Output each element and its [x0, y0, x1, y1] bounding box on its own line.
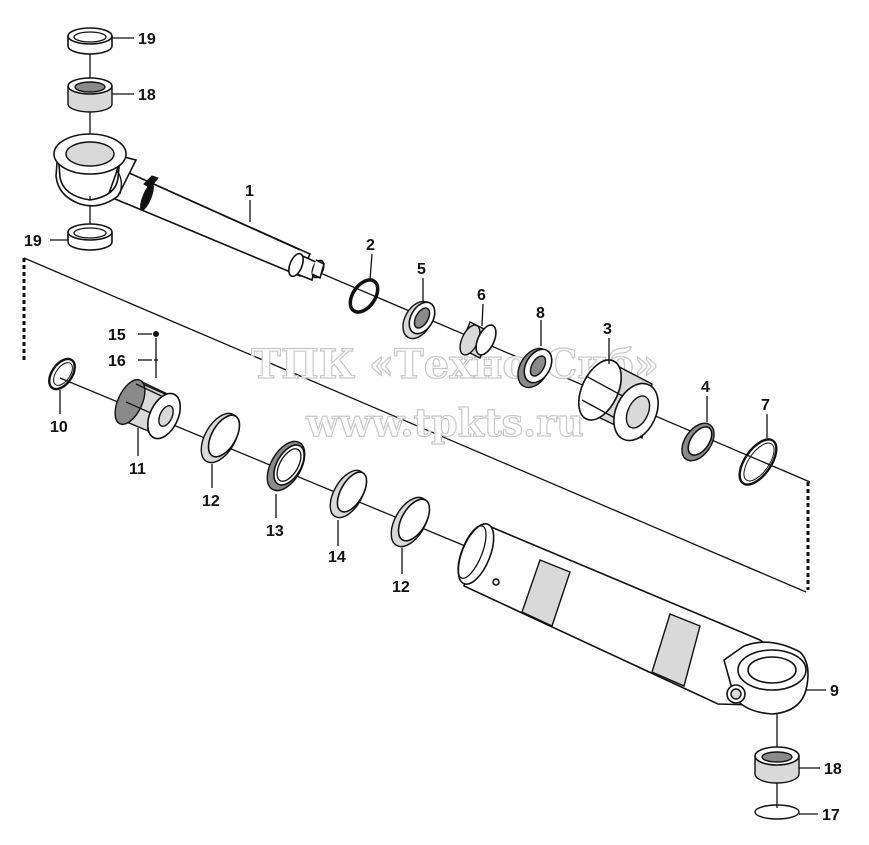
part-19-bushing-top: [67, 27, 113, 55]
callout-3: 3: [603, 321, 612, 338]
callout-18-top: 18: [138, 87, 156, 104]
callout-7: 7: [761, 397, 770, 414]
callout-17: 17: [822, 807, 840, 824]
part-2-o-ring: [348, 278, 380, 314]
callout-18-bottom: 18: [824, 761, 842, 778]
watermark: ТПК «Техно-Сиб» www.tpkts.ru: [251, 340, 660, 445]
part-12-guide-ring-left: [200, 412, 241, 464]
part-18-bearing-bottom: [754, 746, 800, 784]
callout-19-lower: 19: [24, 233, 42, 250]
part-13-piston-seal: [266, 440, 306, 492]
callout-19-top: 19: [138, 31, 156, 48]
callout-labels: 19 18 19 1 2 5 6 8 3 4 7 15 16 10 11 12 …: [24, 31, 842, 824]
part-15-16-pins: [153, 331, 159, 378]
part-9-cylinder-tube: [457, 522, 809, 715]
watermark-url: www.tpkts.ru: [305, 400, 584, 445]
callout-16: 16: [108, 353, 126, 370]
part-17-circlip: [754, 804, 800, 820]
part-12-guide-ring-right: [390, 496, 431, 548]
callout-2: 2: [366, 237, 375, 254]
part-14-backup-ring: [329, 469, 368, 519]
part-1-piston-rod: [53, 133, 325, 282]
callout-10: 10: [50, 419, 68, 436]
part-5-wiper-ring: [402, 300, 436, 340]
leader-lines: [50, 37, 826, 815]
part-4-seal-ring: [681, 422, 715, 462]
part-7-o-ring: [738, 438, 778, 486]
callout-6: 6: [477, 287, 486, 304]
part-18-bearing-top: [67, 77, 113, 113]
dashed-connection-lines: [22, 258, 810, 590]
part-3-cylinder-head: [578, 358, 659, 442]
callout-9: 9: [830, 683, 839, 700]
part-10-o-ring: [48, 357, 76, 391]
callout-14: 14: [328, 549, 346, 566]
callout-4: 4: [701, 379, 710, 396]
part-6-guide-sleeve: [459, 321, 497, 359]
callout-12-right: 12: [392, 579, 410, 596]
part-8-rod-seal: [517, 347, 553, 389]
callout-12-left: 12: [202, 493, 220, 510]
callout-1: 1: [245, 183, 254, 200]
part-11-piston: [114, 378, 182, 440]
callout-15: 15: [108, 327, 126, 344]
part-19-bushing-lower: [67, 223, 113, 251]
callout-5: 5: [417, 261, 426, 278]
callout-11: 11: [129, 461, 146, 478]
callout-8: 8: [536, 305, 545, 322]
callout-13: 13: [266, 523, 284, 540]
watermark-company: ТПК «Техно-Сиб»: [251, 341, 659, 388]
